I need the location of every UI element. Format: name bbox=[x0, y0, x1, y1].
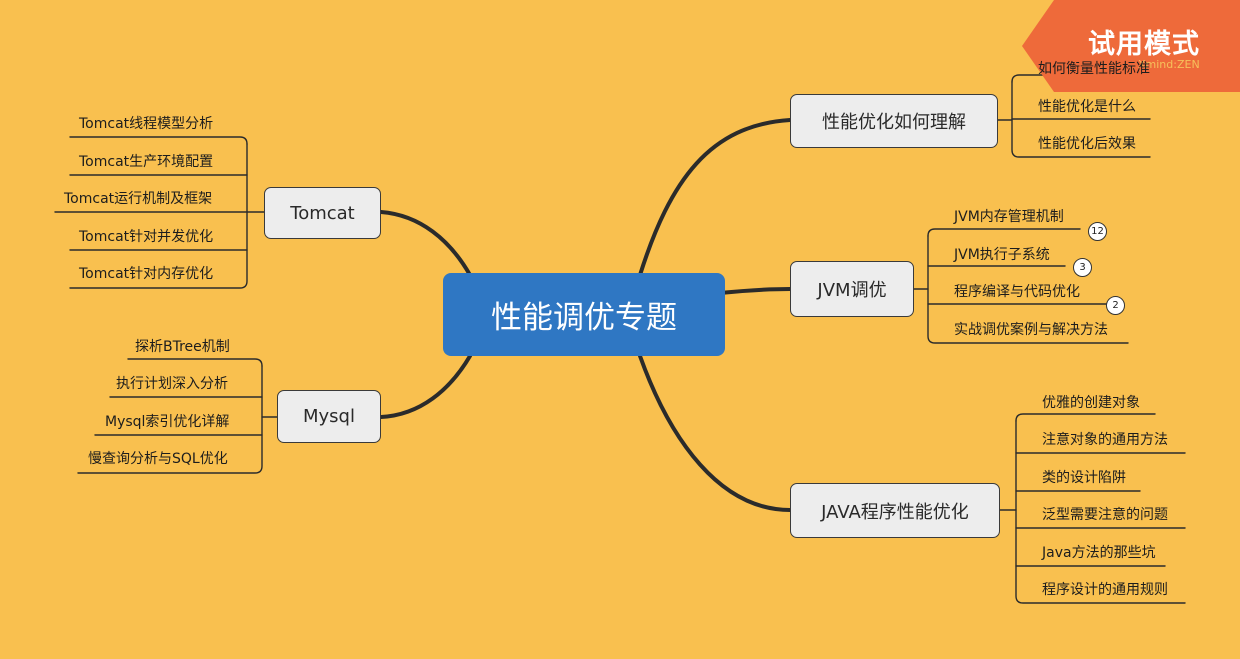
topic-tuning-cases[interactable]: 实战调优案例与解决方法 bbox=[954, 322, 1108, 338]
topic-jvm-execution[interactable]: JVM执行子系统 bbox=[954, 247, 1050, 263]
count-badge[interactable]: 12 bbox=[1088, 222, 1107, 241]
topic-design-rules[interactable]: 程序设计的通用规则 bbox=[1042, 582, 1168, 598]
topic-what-is-optimization[interactable]: 性能优化是什么 bbox=[1038, 99, 1136, 115]
count-badge[interactable]: 3 bbox=[1073, 258, 1092, 277]
trial-mode-label: 试用模式 bbox=[1088, 29, 1200, 60]
topic-slow-query[interactable]: 慢查询分析与SQL优化 bbox=[88, 451, 228, 467]
topic-tomcat-thread-model[interactable]: Tomcat线程模型分析 bbox=[79, 116, 214, 132]
branch-jvm-tuning[interactable]: JVM调优 bbox=[790, 261, 914, 317]
branch-tomcat[interactable]: Tomcat bbox=[264, 187, 381, 239]
topic-tomcat-memory[interactable]: Tomcat针对内存优化 bbox=[79, 266, 214, 282]
topic-java-methods[interactable]: Java方法的那些坑 bbox=[1042, 545, 1156, 561]
connector-root-java bbox=[638, 354, 792, 512]
topic-compile-optimize[interactable]: 程序编译与代码优化 bbox=[954, 284, 1080, 300]
branch-mysql[interactable]: Mysql bbox=[277, 390, 381, 443]
topic-jvm-memory[interactable]: JVM内存管理机制 bbox=[954, 209, 1064, 225]
topic-generics[interactable]: 泛型需要注意的问题 bbox=[1042, 507, 1168, 523]
topic-tomcat-production-config[interactable]: Tomcat生产环境配置 bbox=[79, 154, 214, 170]
connector-root-mysql bbox=[379, 354, 472, 419]
topic-optimization-effect[interactable]: 性能优化后效果 bbox=[1038, 136, 1136, 152]
topic-execution-plan[interactable]: 执行计划深入分析 bbox=[116, 376, 228, 392]
topic-btree[interactable]: 探析BTree机制 bbox=[135, 339, 230, 355]
topic-measure-performance[interactable]: 如何衡量性能标准 bbox=[1038, 61, 1150, 77]
connector-root-performance bbox=[638, 118, 792, 277]
topic-create-objects[interactable]: 优雅的创建对象 bbox=[1042, 395, 1140, 411]
topic-common-methods[interactable]: 注意对象的通用方法 bbox=[1042, 432, 1168, 448]
connector-root-jvm bbox=[718, 287, 792, 295]
branch-java-performance[interactable]: JAVA程序性能优化 bbox=[790, 483, 1000, 538]
count-badge[interactable]: 2 bbox=[1106, 296, 1125, 315]
root-topic[interactable]: 性能调优专题 bbox=[443, 273, 725, 356]
topic-tomcat-architecture[interactable]: Tomcat运行机制及框架 bbox=[64, 191, 213, 207]
topic-class-design[interactable]: 类的设计陷阱 bbox=[1042, 470, 1126, 486]
xmind-zen-label: Xmind:ZEN bbox=[1138, 58, 1200, 71]
trial-mode-banner bbox=[1022, 0, 1240, 92]
topic-tomcat-concurrency[interactable]: Tomcat针对并发优化 bbox=[79, 229, 214, 245]
topic-index-optimization[interactable]: Mysql索引优化详解 bbox=[105, 414, 230, 430]
connector-root-tomcat bbox=[379, 210, 472, 277]
branch-performance-understanding[interactable]: 性能优化如何理解 bbox=[790, 94, 998, 148]
